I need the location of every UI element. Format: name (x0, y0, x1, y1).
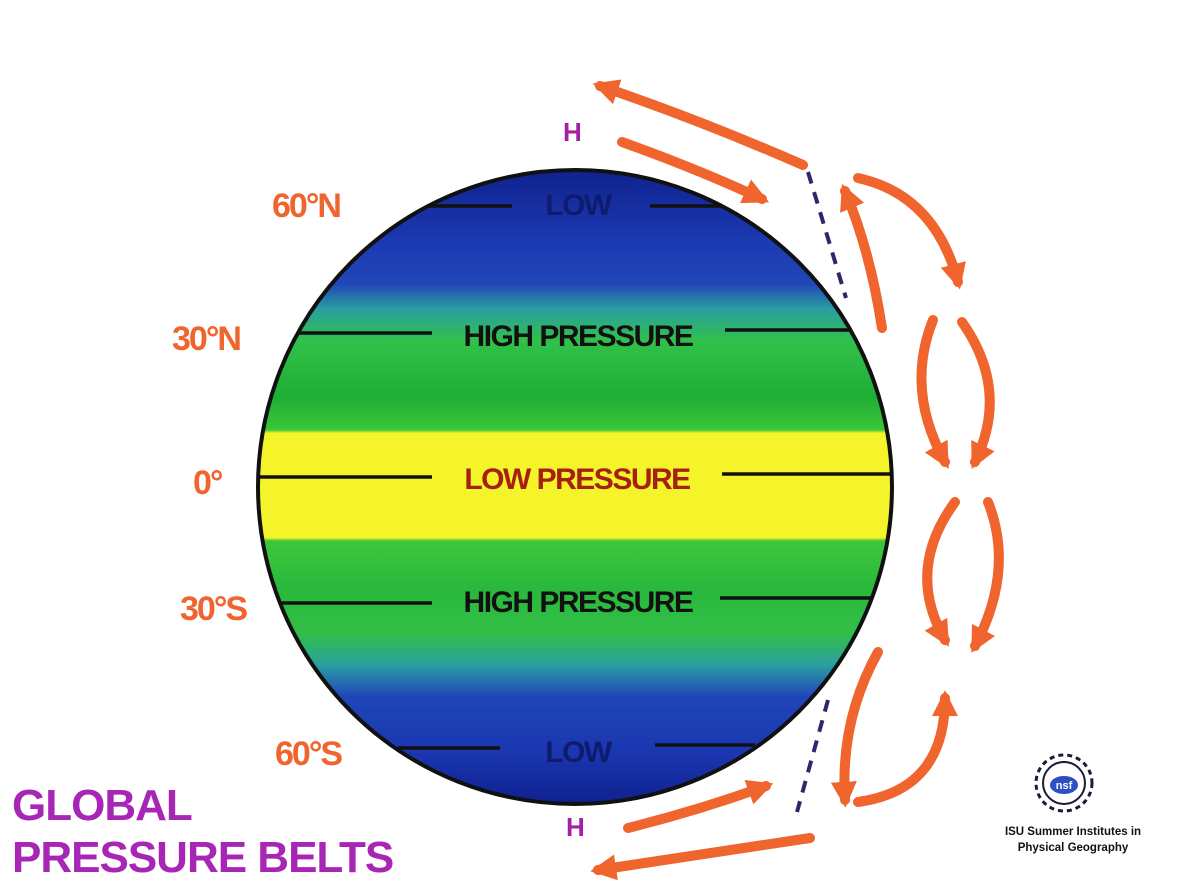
globe-outline (256, 168, 894, 806)
belt-label-eq: LOW PRESSURE (464, 463, 690, 496)
lat-label-60n: 60°N (272, 187, 342, 225)
arrow-ferrel-s-2 (853, 690, 958, 807)
arrow-polar-south-surface (623, 780, 774, 833)
arrow-hadley-n-1 (916, 315, 950, 469)
title-line-2: PRESSURE BELTS (12, 833, 394, 882)
lat-label-30n: 30°N (172, 320, 242, 358)
lat-label-30s: 30°S (180, 590, 248, 628)
north-pole-high-label: H (563, 117, 582, 147)
nsf-logo-text: nsf (1056, 780, 1073, 792)
belt-label-30n: HIGH PRESSURE (464, 320, 693, 353)
arrow-polar-north-surface (617, 137, 770, 204)
arrow-polar-north-aloft (592, 79, 808, 170)
arrow-ferrel-s-1 (830, 647, 883, 808)
belt-label-60s: LOW (545, 736, 613, 769)
arrow-polar-south-aloft (590, 833, 815, 881)
polar-front-north (806, 171, 848, 299)
lat-label-eq: 0° (193, 464, 223, 502)
arrow-ferrel-n-2 (853, 173, 966, 290)
belt-label-60n: LOW (545, 189, 613, 222)
polar-front-south (795, 699, 830, 813)
arrow-hadley-n-2 (957, 317, 995, 470)
belt-label-30s: HIGH PRESSURE (464, 586, 693, 619)
arrow-ferrel-n-1 (840, 183, 887, 333)
arrow-hadley-s-2 (970, 497, 1004, 653)
credit-line-2: Physical Geography (1017, 842, 1129, 854)
credit-line-1: ISU Summer Institutes in (1004, 826, 1142, 838)
arrow-hadley-s-1 (922, 497, 960, 647)
nsf-logo: nsf (1034, 753, 1094, 813)
lat-label-60s: 60°S (275, 735, 343, 773)
south-pole-high-label: H (566, 812, 585, 842)
title-line-1: GLOBAL (12, 781, 193, 830)
